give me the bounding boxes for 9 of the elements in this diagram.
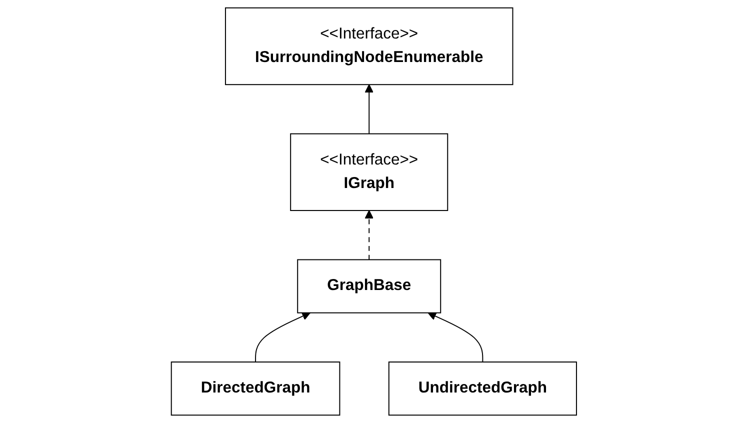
arrow — [428, 312, 484, 362]
node-box: UndirectedGraph — [388, 362, 578, 416]
arrow — [255, 312, 311, 362]
arrow — [364, 210, 374, 260]
node-box: <<Interface>> ISurroundingNodeEnumerable — [225, 7, 514, 86]
node-box: DirectedGraph — [170, 362, 340, 416]
node-box: <<Interface>> IGraph — [290, 133, 448, 211]
node-box: GraphBase — [297, 259, 442, 314]
arrow — [364, 84, 374, 134]
